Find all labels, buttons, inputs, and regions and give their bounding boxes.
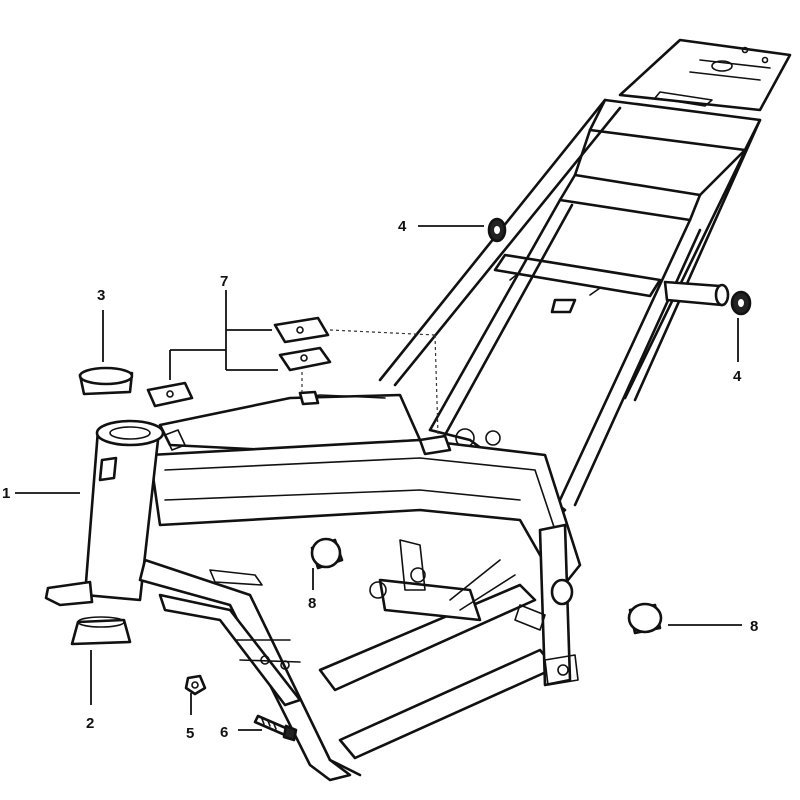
main-frame-spar — [148, 390, 582, 592]
callout-3: 3 — [97, 287, 105, 304]
callout-8-center: 8 — [308, 595, 316, 612]
rear-subframe — [378, 38, 792, 527]
leader-lines — [15, 225, 742, 731]
lower-bearing-cup — [70, 616, 132, 646]
nut — [184, 674, 207, 696]
rubber-bushing-right — [730, 290, 752, 316]
callout-1: 1 — [2, 485, 10, 502]
frame-plug-cap-right — [627, 602, 663, 635]
callout-5: 5 — [186, 725, 194, 742]
callout-8-right: 8 — [750, 618, 758, 635]
callout-7: 7 — [220, 273, 228, 290]
steering-head-tube — [44, 419, 186, 607]
callout-4-right: 4 — [733, 368, 742, 385]
rubber-bushing-upper — [487, 217, 507, 243]
callout-2: 2 — [86, 715, 94, 732]
callout-labels: 1 2 3 4 4 5 6 7 8 8 — [2, 218, 758, 742]
upper-bearing-cup — [78, 366, 134, 396]
cradle-and-down-tubes — [138, 523, 579, 782]
frame-plug-cap-center — [310, 537, 344, 570]
callout-4-upper: 4 — [398, 218, 407, 235]
callout-6: 6 — [220, 724, 228, 741]
speed-nut-clips — [146, 316, 332, 408]
bolt — [253, 714, 298, 742]
